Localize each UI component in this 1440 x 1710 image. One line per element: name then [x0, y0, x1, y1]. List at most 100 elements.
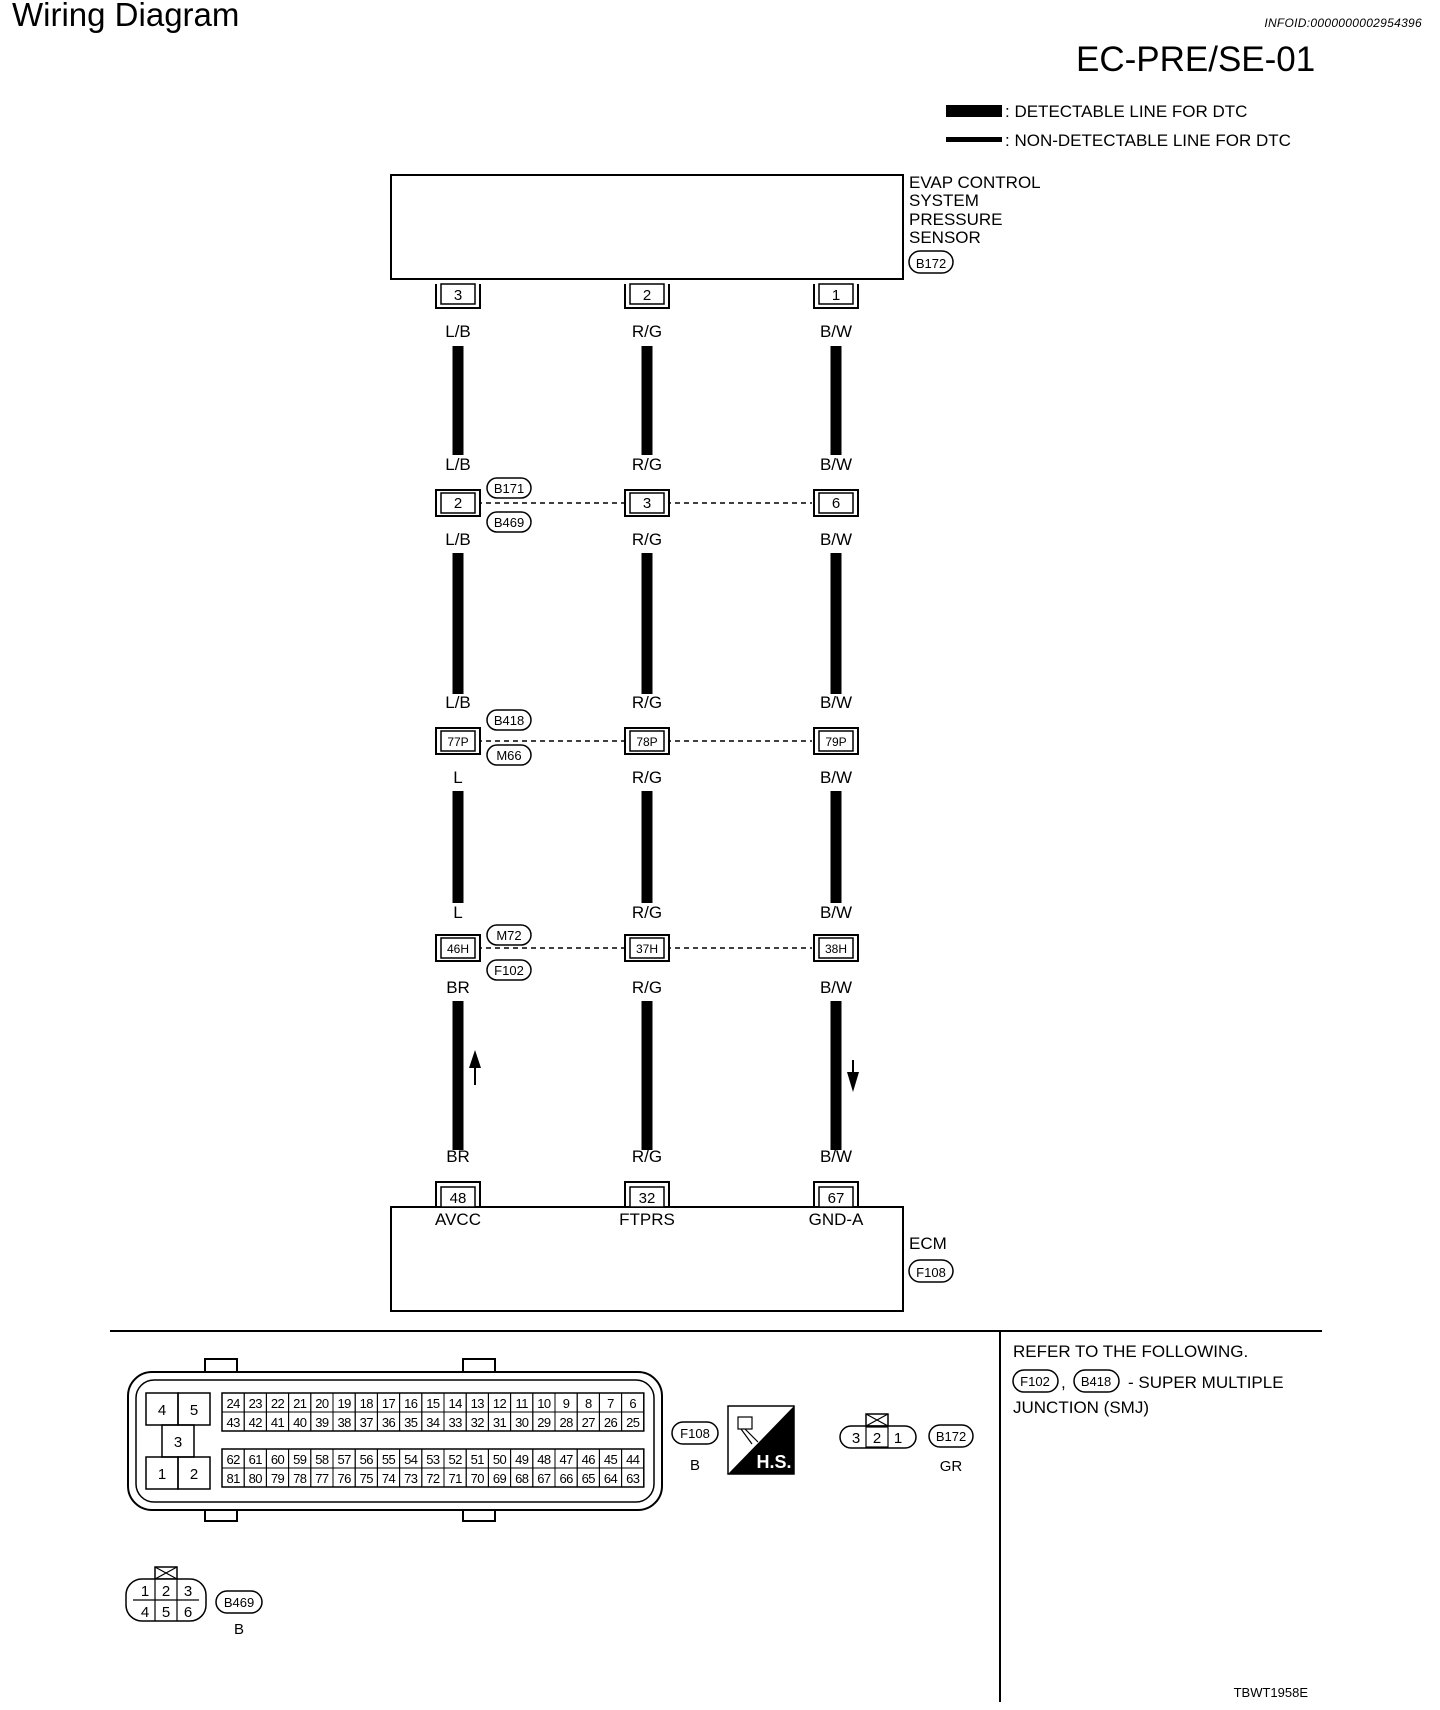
joint-1-upper-label: B171 — [494, 481, 524, 496]
ecm-pin-number: 67 — [828, 1190, 845, 1207]
junction-terminal-box — [629, 730, 665, 752]
wire-color-label: L/B — [445, 530, 471, 549]
ecm-pin-number: 32 — [639, 1190, 656, 1207]
f108-grid-pin: 64 — [604, 1471, 618, 1486]
sensor-pin-number: 2 — [643, 287, 651, 304]
wire-segment — [641, 553, 653, 694]
sensor-terminal-box — [629, 283, 665, 305]
wire-color-label: L — [453, 903, 462, 922]
f108-grid-pin: 66 — [559, 1471, 573, 1486]
figure-code: TBWT1958E — [1234, 1685, 1309, 1700]
f108-grid-pin: 35 — [404, 1415, 418, 1430]
wire-segment — [641, 346, 653, 455]
f108-grid-pin: 16 — [404, 1396, 418, 1411]
wire-columns: 3L/BL/BL/BL/BLLBRBR277P46H48AVCC2R/GR/GR… — [435, 283, 864, 1229]
f108-grid-pin: 62 — [226, 1452, 240, 1467]
f108-grid-pin: 48 — [537, 1452, 551, 1467]
f108-grid-pin: 11 — [516, 1396, 529, 1411]
wire-color-label: R/G — [632, 1147, 662, 1166]
f108-grid-pin: 17 — [382, 1396, 396, 1411]
ecm-signal-label: GND-A — [809, 1210, 864, 1229]
f108-grid-pin: 73 — [404, 1471, 418, 1486]
reference-note: REFER TO THE FOLLOWING. F102 , B418 - SU… — [1012, 1342, 1284, 1417]
b172-center-cell — [865, 1426, 889, 1448]
f108-grid-pin: 43 — [226, 1415, 240, 1430]
f108-grid-pin: 51 — [471, 1452, 485, 1467]
harness-side-icon: H.S. — [727, 1405, 795, 1475]
f108-small-pin: 2 — [190, 1466, 198, 1483]
signal-direction-arrowhead — [847, 1072, 859, 1092]
wire-color-label: B/W — [820, 1147, 852, 1166]
b469-connector-label: B469 — [224, 1595, 254, 1610]
wire-color-label: R/G — [632, 322, 662, 341]
b172-connector-label: B172 — [936, 1429, 966, 1444]
f108-grid-pin: 6 — [629, 1396, 636, 1411]
junction-pin-number: 79P — [825, 735, 846, 749]
wire-color-label: L/B — [445, 693, 471, 712]
sensor-name-line-3: PRESSURE — [909, 210, 1003, 229]
ecm-terminal-bracket — [435, 1181, 481, 1207]
b172-connector-badge — [928, 1424, 974, 1448]
wire-segment — [452, 346, 464, 455]
junction-pin-number: 37H — [636, 942, 658, 956]
wire-segment — [452, 553, 464, 694]
info-id: INFOID:0000000002954396 — [1264, 16, 1422, 30]
f108-grid-pin: 37 — [360, 1415, 374, 1430]
hs-icon-fill — [728, 1406, 794, 1474]
junction-pin-number: 3 — [643, 495, 651, 512]
f108-grid-pin: 54 — [404, 1452, 418, 1467]
wire-segment — [452, 1001, 464, 1150]
legend: : DETECTABLE LINE FOR DTC : NON-DETECTAB… — [946, 102, 1291, 150]
legend-thin-line — [946, 137, 1002, 142]
f108-grid-pin: 40 — [293, 1415, 307, 1430]
ecm-connector-badge — [908, 1259, 954, 1283]
legend-detectable-label: : DETECTABLE LINE FOR DTC — [1005, 102, 1247, 121]
wire-segment — [452, 791, 464, 903]
f108-grid-pin: 65 — [582, 1471, 596, 1486]
f108-grid-pin: 14 — [448, 1396, 462, 1411]
wire-color-label: B/W — [820, 322, 852, 341]
f108-grid-pin: 75 — [360, 1471, 374, 1486]
f108-grid-pin: 61 — [249, 1452, 263, 1467]
f108-grid-pin: 28 — [559, 1415, 573, 1430]
ecm-signal-label: FTPRS — [619, 1210, 675, 1229]
b469-pin: 5 — [162, 1604, 170, 1621]
f108-grid-pin: 10 — [537, 1396, 551, 1411]
f108-grid-pin: 15 — [426, 1396, 440, 1411]
b469-pin: 6 — [184, 1604, 192, 1621]
wire-segment — [830, 1001, 842, 1150]
f108-grid-pin: 46 — [582, 1452, 596, 1467]
wire-color-label: BR — [446, 978, 470, 997]
wire-segment — [830, 346, 842, 455]
b172-pin: 1 — [894, 1430, 902, 1447]
wire-segment — [830, 553, 842, 694]
joint-2-lower-badge — [486, 744, 532, 766]
f108-grid-pin: 68 — [515, 1471, 529, 1486]
note-ref-1-badge — [1012, 1369, 1059, 1393]
f108-small-pin: 4 — [158, 1402, 166, 1419]
wire-color-label: B/W — [820, 903, 852, 922]
f108-grid-pin: 72 — [426, 1471, 440, 1486]
wire-segment — [830, 791, 842, 903]
junction-terminal-box — [818, 730, 854, 752]
f108-grid-pin: 26 — [604, 1415, 618, 1430]
f108-grid-pin: 78 — [293, 1471, 307, 1486]
legend-non-detectable-label: : NON-DETECTABLE LINE FOR DTC — [1005, 131, 1291, 150]
f108-grid-pin: 47 — [559, 1452, 573, 1467]
f108-grid-pin: 55 — [382, 1452, 396, 1467]
f108-grid-pin: 77 — [315, 1471, 329, 1486]
wire-color-label: B/W — [820, 693, 852, 712]
sensor-terminal-box — [440, 283, 476, 305]
f108-grid-pin: 21 — [293, 1396, 307, 1411]
ecm-terminal-box — [629, 1186, 665, 1208]
f108-grid-pin: 19 — [337, 1396, 351, 1411]
f108-grid-pin: 33 — [448, 1415, 462, 1430]
junction-pin-number: 46H — [447, 942, 469, 956]
diagram-id: EC-PRE/SE-01 — [1076, 40, 1316, 79]
wire-segment — [641, 1001, 653, 1150]
joint-3-lower-label: F102 — [494, 963, 524, 978]
note-line-2: - SUPER MULTIPLE — [1128, 1373, 1284, 1392]
f108-grid-pin: 30 — [515, 1415, 529, 1430]
ecm-terminal-box — [440, 1186, 476, 1208]
